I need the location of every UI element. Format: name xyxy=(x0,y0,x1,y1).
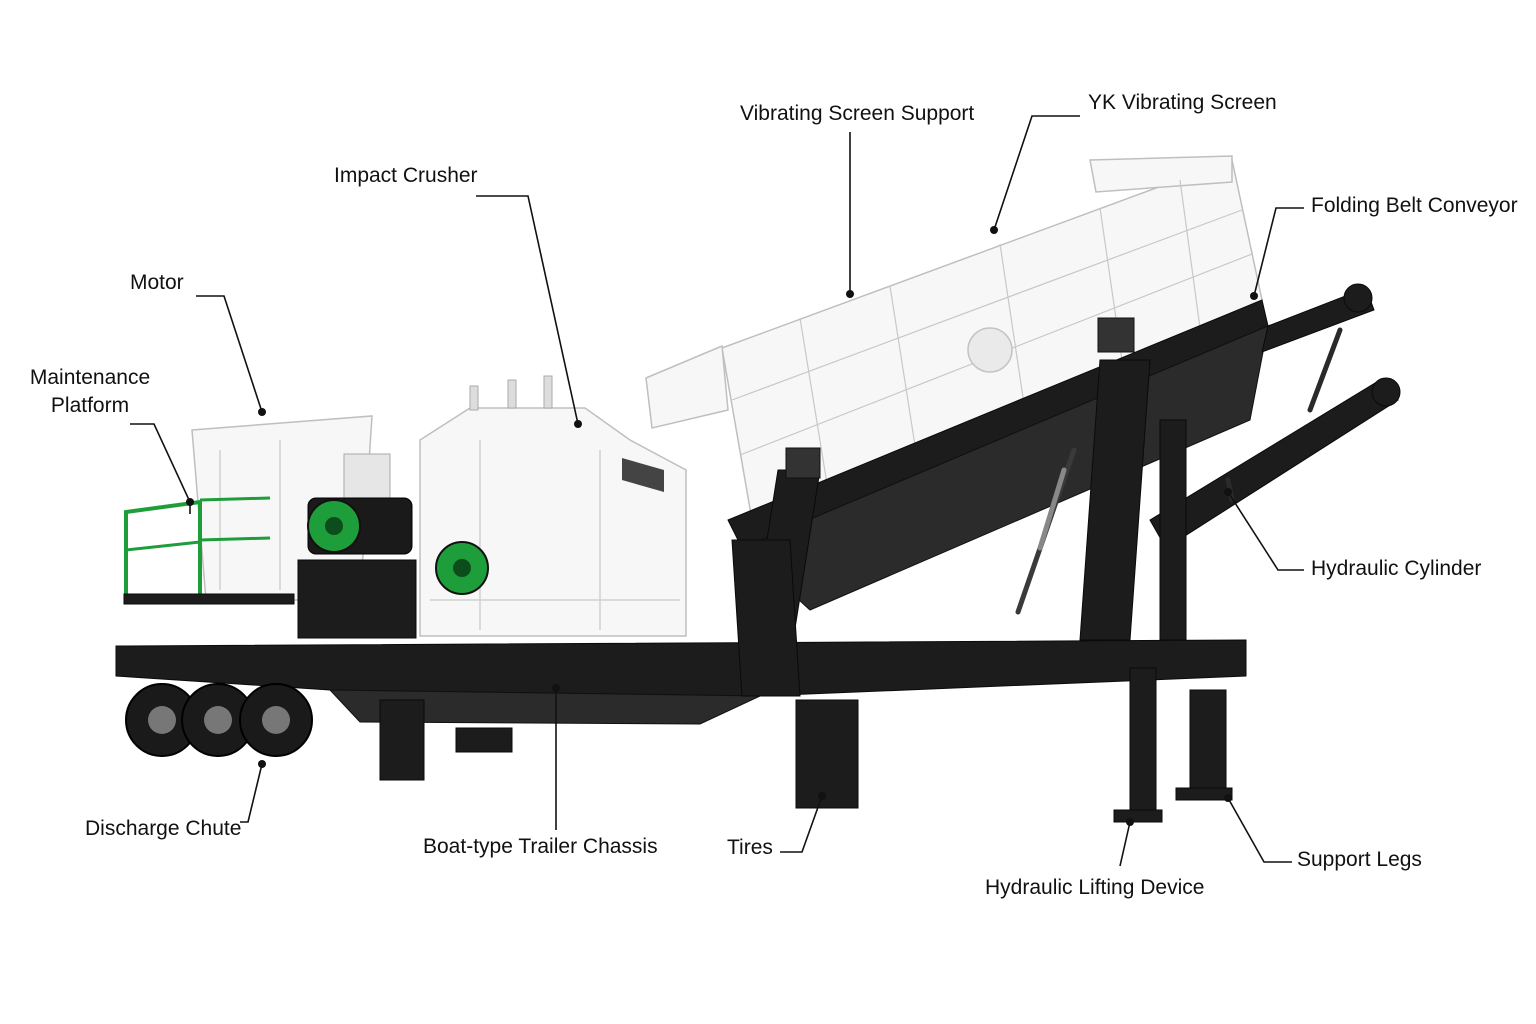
leader-dot-vibrating-screen-support xyxy=(846,290,854,298)
leader-dot-boat-type-trailer-chassis xyxy=(552,684,560,692)
impact-crusher-part xyxy=(419,375,687,637)
motor-and-platform xyxy=(123,415,417,639)
leader-dot-support-legs xyxy=(1224,794,1232,802)
label-maintenance-platform-line1: Maintenance xyxy=(29,366,151,389)
label-folding-belt-conveyor: Folding Belt Conveyor xyxy=(1311,194,1518,217)
leader-dot-motor xyxy=(258,408,266,416)
label-hydraulic-lifting-device: Hydraulic Lifting Device xyxy=(985,876,1205,899)
label-yk-vibrating-screen: YK Vibrating Screen xyxy=(1088,91,1277,114)
leader-folding-belt-conveyor xyxy=(1253,207,1304,297)
label-vibrating-screen-support: Vibrating Screen Support xyxy=(740,102,975,125)
leader-hydraulic-lifting-device xyxy=(1119,821,1131,867)
leader-lines xyxy=(130,115,1304,867)
leader-dot-maintenance-platform xyxy=(186,498,194,506)
support-legs xyxy=(379,667,1233,823)
leader-support-legs xyxy=(1227,797,1292,863)
label-discharge-chute: Discharge Chute xyxy=(85,817,242,840)
label-maintenance-platform-line2: Platform xyxy=(50,394,130,417)
hydraulic-cylinder-part xyxy=(1015,447,1077,615)
label-boat-type-trailer-chassis: Boat-type Trailer Chassis xyxy=(423,835,658,858)
leader-yk-vibrating-screen xyxy=(993,115,1080,231)
leader-impact-crusher xyxy=(476,195,579,425)
label-support-legs: Support Legs xyxy=(1297,848,1422,871)
leader-dot-tires xyxy=(818,792,826,800)
leader-hydraulic-cylinder xyxy=(1227,491,1304,571)
label-tires: Tires xyxy=(727,836,773,859)
leader-dot-impact-crusher xyxy=(574,420,582,428)
leader-dot-discharge-chute xyxy=(258,760,266,768)
leader-dot-hydraulic-cylinder xyxy=(1224,488,1232,496)
leader-motor xyxy=(196,295,263,413)
wheels xyxy=(125,683,313,757)
label-hydraulic-cylinder: Hydraulic Cylinder xyxy=(1311,557,1482,580)
leader-dot-yk-vibrating-screen xyxy=(990,226,998,234)
yk-vibrating-screen xyxy=(645,155,1263,522)
label-maintenance-platform: Maintenance Platform xyxy=(28,364,152,420)
label-impact-crusher: Impact Crusher xyxy=(334,164,478,187)
leader-tires xyxy=(780,795,823,853)
leader-discharge-chute xyxy=(240,763,263,823)
trailer-chassis xyxy=(115,539,1247,725)
label-motor: Motor xyxy=(130,271,184,294)
leader-dot-hydraulic-lifting-device xyxy=(1126,818,1134,826)
leader-maintenance-platform xyxy=(130,423,191,514)
leader-dot-folding-belt-conveyor xyxy=(1250,292,1258,300)
